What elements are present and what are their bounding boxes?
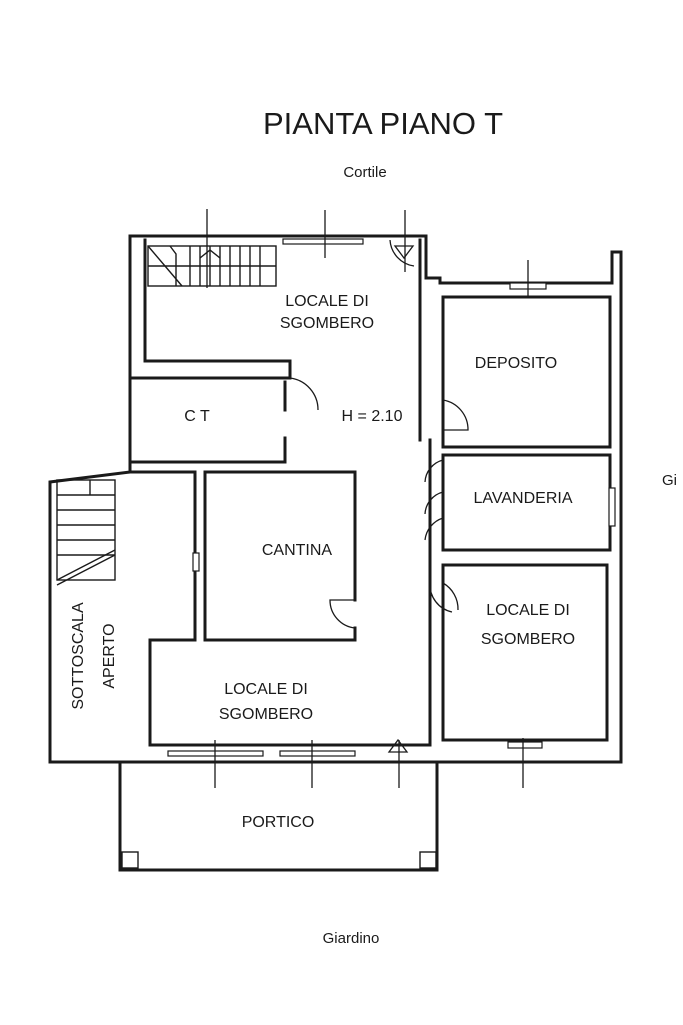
room-sgombero-2-line2: SGOMBERO xyxy=(481,631,575,648)
label-cortile: Cortile xyxy=(343,164,386,181)
room-cantina: CANTINA xyxy=(262,542,333,559)
section-ticks xyxy=(206,209,529,788)
room-labels: LOCALE DI SGOMBERO C T H = 2.10 DEPOSITO… xyxy=(70,293,575,831)
room-sgombero-1-line1: LOCALE DI xyxy=(285,293,369,310)
room-sgombero-2-line1: LOCALE DI xyxy=(486,602,570,619)
doors xyxy=(289,239,469,753)
room-sottoscala-line1: SOTTOSCALA xyxy=(70,602,87,710)
label-giardino: Giardino xyxy=(323,930,380,947)
room-sgombero-1-line2: SGOMBERO xyxy=(280,315,374,332)
exterior-walls xyxy=(48,234,623,764)
room-ct: C T xyxy=(184,408,210,425)
room-height: H = 2.10 xyxy=(342,408,403,425)
room-sottoscala-line2: APERTO xyxy=(101,623,118,688)
room-portico: PORTICO xyxy=(242,814,315,831)
plan-title: PIANTA PIANO T xyxy=(263,106,503,141)
label-right-edge: Gi xyxy=(662,472,677,489)
staircase-top xyxy=(147,245,277,287)
room-lavanderia: LAVANDERIA xyxy=(474,490,573,507)
room-sgombero-3-line1: LOCALE DI xyxy=(224,681,308,698)
portico-columns xyxy=(121,851,437,869)
staircase-left xyxy=(56,479,116,586)
room-deposito: DEPOSITO xyxy=(475,355,557,372)
room-sgombero-3-line2: SGOMBERO xyxy=(219,706,313,723)
